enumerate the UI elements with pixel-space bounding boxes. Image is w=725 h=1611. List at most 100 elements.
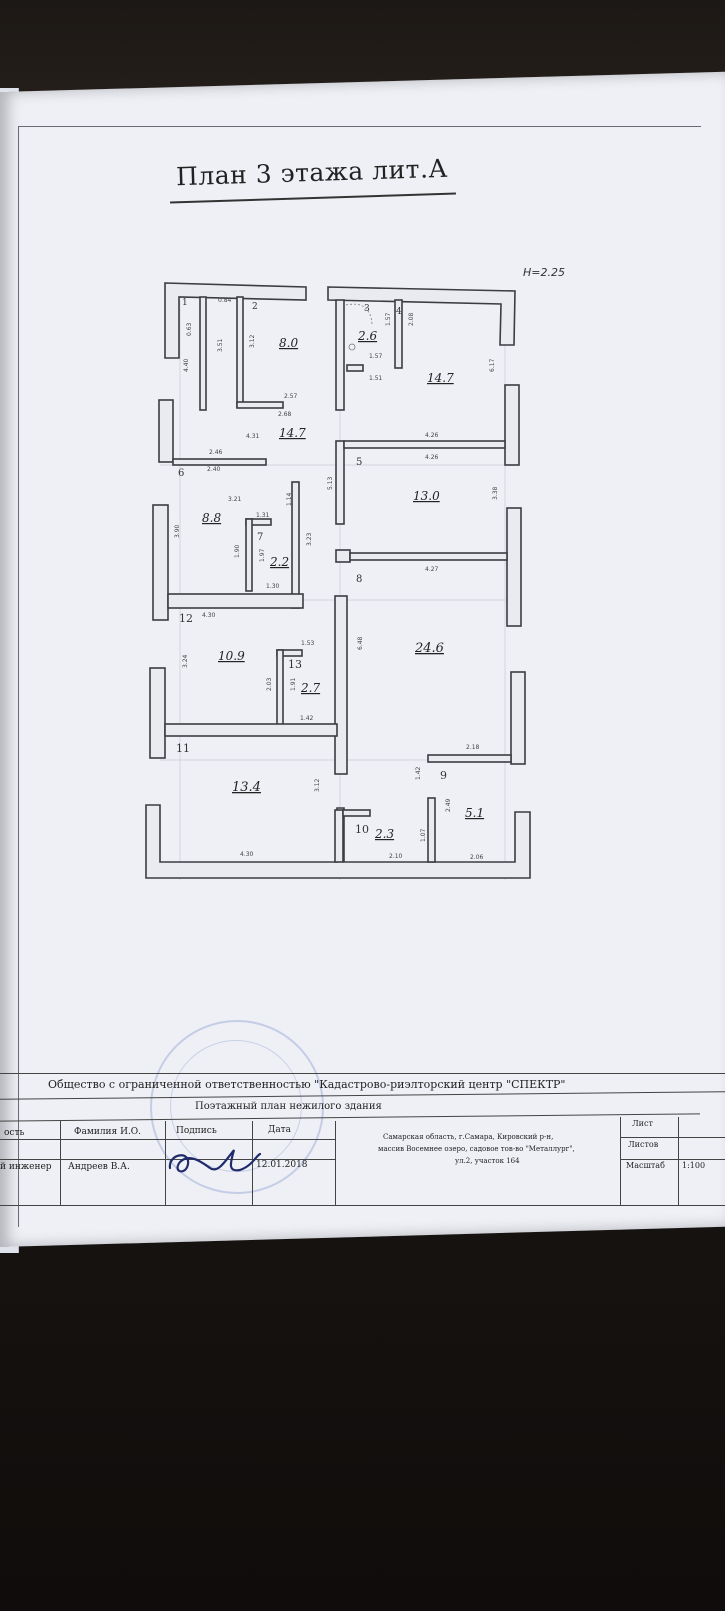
divider — [620, 1159, 725, 1160]
dimension-label: 2.46 — [209, 449, 223, 456]
fixture-icon — [348, 343, 356, 351]
dimension-label: 2.10 — [389, 853, 403, 860]
dimension-label: 2.40 — [207, 466, 221, 473]
dimension-label: 4.30 — [240, 851, 254, 858]
dimension-label: 3.90 — [174, 524, 181, 538]
room-number-7: 7 — [257, 532, 263, 543]
dimension-label: 0.84 — [218, 297, 232, 304]
dimension-label: 2.57 — [284, 393, 298, 400]
room-numbers: 1 2 3 4 5 6 7 8 9 10 11 12 13 — [176, 298, 447, 836]
room-number-8: 8 — [356, 574, 362, 585]
room-number-11: 11 — [176, 742, 190, 755]
height-label: H=2.25 — [523, 266, 565, 279]
dimension-label: 5.13 — [327, 476, 334, 490]
divider — [0, 1091, 725, 1100]
signature-icon — [168, 1149, 262, 1173]
engineer-name: Андреев В.А. — [68, 1162, 130, 1172]
column-date: Дата — [268, 1125, 292, 1135]
dimension-label: 0.63 — [186, 322, 193, 336]
role-label: й инженер — [0, 1162, 52, 1172]
dimension-label: 3.12 — [249, 334, 256, 348]
column-signature: Подпись — [176, 1126, 217, 1136]
dimension-label: 6.48 — [357, 636, 364, 650]
dimension-labels: 0.84 0.63 4.40 3.51 3.12 2.57 2.68 4.31 … — [174, 297, 499, 861]
dimension-label: 3.51 — [217, 338, 224, 352]
room-area-12: 8.8 — [202, 511, 221, 525]
room-number-1: 1 — [182, 298, 188, 308]
scale-value: 1:100 — [682, 1161, 706, 1170]
interior-walls — [164, 296, 512, 863]
divider — [0, 1139, 335, 1140]
dimension-label: 2.03 — [266, 677, 273, 691]
room-area-4: 14.7 — [427, 371, 454, 385]
room-area-10-9: 10.9 — [218, 649, 245, 663]
dimension-label: 4.26 — [425, 432, 439, 439]
dimension-label: 1.07 — [420, 828, 427, 842]
room-area-10: 2.3 — [374, 827, 394, 841]
dimension-label: 6.17 — [489, 358, 496, 372]
dimension-label: 4.26 — [425, 454, 439, 461]
divider — [678, 1117, 679, 1205]
dimension-label: 2.49 — [445, 798, 452, 812]
drawing-frame — [18, 126, 701, 1227]
dimension-label: 1.57 — [385, 312, 392, 326]
room-areas: 8.0 2.6 14.7 13.0 14.7 2.2 24.6 5.1 2.3 … — [202, 329, 484, 841]
address-line-1: Самарская область, г.Самара, Кировский р… — [383, 1133, 554, 1141]
stamp-inner-ring — [170, 1040, 302, 1172]
dimension-label: 1.90 — [234, 544, 241, 558]
divider — [620, 1137, 725, 1138]
title-block: Общество с ограниченной ответственностью… — [0, 1065, 725, 1206]
room-area-6: 14.7 — [279, 426, 306, 440]
dimension-label: 1.31 — [256, 512, 270, 519]
room-area-9: 5.1 — [465, 806, 484, 820]
dimension-label: 1.97 — [259, 548, 266, 562]
dimension-label: 2.68 — [278, 411, 292, 418]
room-area-11: 13.4 — [232, 780, 261, 795]
signature-date: 12.01.2018 — [256, 1160, 308, 1170]
dimension-label: 1.42 — [300, 715, 314, 722]
dimension-label: 1.14 — [286, 492, 293, 506]
room-area-5: 13.0 — [413, 489, 440, 503]
divider — [0, 1073, 725, 1074]
organization-name: Общество с ограниченной ответственностью… — [48, 1078, 566, 1091]
room-number-12: 12 — [179, 612, 193, 625]
room-number-13: 13 — [288, 658, 302, 671]
dimension-label: 3.21 — [228, 496, 242, 503]
room-area-7: 2.2 — [269, 555, 289, 569]
dimension-label: 2.06 — [470, 854, 484, 861]
room-number-3: 3 — [364, 304, 370, 314]
room-number-5: 5 — [356, 457, 362, 468]
divider — [335, 1121, 336, 1205]
dimension-label: 1.30 — [266, 583, 280, 590]
drawing-name: Поэтажный план нежилого здания — [195, 1101, 382, 1112]
dimension-label: 1.51 — [369, 375, 383, 382]
address-line-2: массив Восемнее озеро, садовое тов-во "М… — [378, 1145, 575, 1153]
stamp-watermark — [150, 1020, 324, 1194]
divider — [0, 1113, 700, 1122]
address-line-3: ул.2, участок 164 — [455, 1157, 520, 1165]
scale-label: Масштаб — [626, 1161, 665, 1170]
column-name: Фамилия И.О. — [74, 1127, 142, 1137]
dimension-label: 4.27 — [425, 566, 439, 573]
dimension-label: 1.57 — [369, 353, 383, 360]
divider — [60, 1121, 61, 1205]
dimension-label: 3.38 — [492, 486, 499, 500]
room-number-4: 4 — [396, 307, 402, 317]
room-number-2: 2 — [252, 302, 258, 312]
room-number-10: 10 — [355, 823, 369, 836]
dimension-label: 1.42 — [415, 766, 422, 780]
column-position: ость — [4, 1128, 25, 1138]
room-number-9: 9 — [440, 769, 447, 782]
sheets-label: Листов — [628, 1140, 659, 1149]
room-area-8: 24.6 — [414, 641, 444, 656]
divider — [165, 1121, 166, 1205]
room-area-2: 8.0 — [279, 336, 298, 350]
exterior-walls — [145, 282, 531, 879]
dimension-label: 3.12 — [314, 778, 321, 792]
dimension-label: 4.31 — [246, 433, 260, 440]
room-area-3: 2.6 — [357, 329, 377, 343]
room-area-13: 2.7 — [300, 681, 320, 695]
divider — [620, 1117, 621, 1205]
dimension-label: 4.40 — [183, 358, 190, 372]
